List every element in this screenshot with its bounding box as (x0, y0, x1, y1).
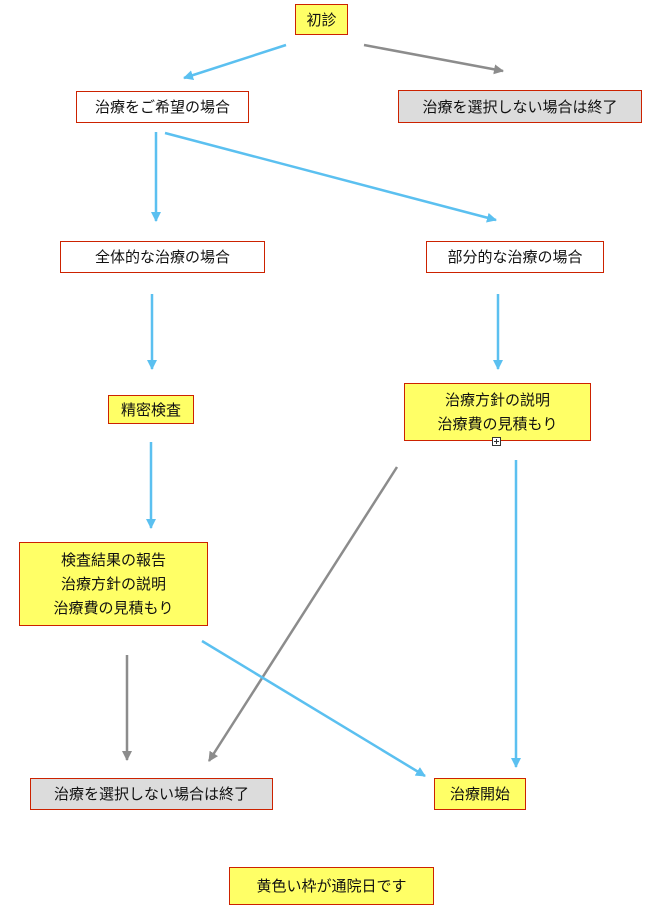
exam-report-node: 検査結果の報告 治療方針の説明 治療費の見積もり (19, 542, 208, 626)
detailed-exam-node: 精密検査 (108, 395, 194, 424)
wants-treatment-label: 治療をご希望の場合 (94, 98, 230, 116)
exam-report-line-1: 検査結果の報告 (60, 551, 166, 569)
detailed-exam-label: 精密検査 (120, 400, 181, 419)
start-treatment-node: 治療開始 (434, 778, 526, 810)
full-treatment-node: 全体的な治療の場合 (60, 241, 265, 273)
arrow-wants-to-partial-treatment (164, 131, 497, 223)
wants-treatment-node: 治療をご希望の場合 (76, 91, 249, 123)
exam-report-line-2: 治療方針の説明 (60, 575, 166, 593)
arrow-first-visit-to-no-treatment (363, 43, 504, 75)
arrow-first-visit-to-wants-treatment (183, 43, 287, 80)
expand-icon[interactable] (492, 437, 501, 446)
arrow-report-to-start (201, 639, 426, 778)
partial-explanation-node: 治療方針の説明 治療費の見積もり (404, 383, 591, 441)
exam-report-line-3: 治療費の見積もり (53, 599, 174, 617)
no-treatment-end-top-label: 治療を選択しない場合は終了 (422, 97, 618, 116)
partial-treatment-label: 部分的な治療の場合 (447, 248, 583, 266)
legend-note: 黄色い枠が通院日です (229, 867, 434, 905)
full-treatment-label: 全体的な治療の場合 (94, 248, 230, 266)
first-visit-node: 初診 (295, 4, 348, 35)
partial-treatment-node: 部分的な治療の場合 (426, 241, 604, 273)
legend-note-label: 黄色い枠が通院日です (256, 877, 407, 895)
first-visit-label: 初診 (306, 10, 337, 29)
partial-explanation-line-2: 治療費の見積もり (437, 415, 558, 433)
no-treatment-end-bottom-node: 治療を選択しない場合は終了 (30, 778, 273, 810)
partial-explanation-line-1: 治療方針の説明 (444, 391, 550, 409)
no-treatment-end-bottom-label: 治療を選択しない場合は終了 (53, 785, 249, 803)
no-treatment-end-top-node: 治療を選択しない場合は終了 (398, 90, 642, 123)
arrow-explain-to-no-treatment (207, 466, 399, 762)
start-treatment-label: 治療開始 (449, 785, 510, 803)
